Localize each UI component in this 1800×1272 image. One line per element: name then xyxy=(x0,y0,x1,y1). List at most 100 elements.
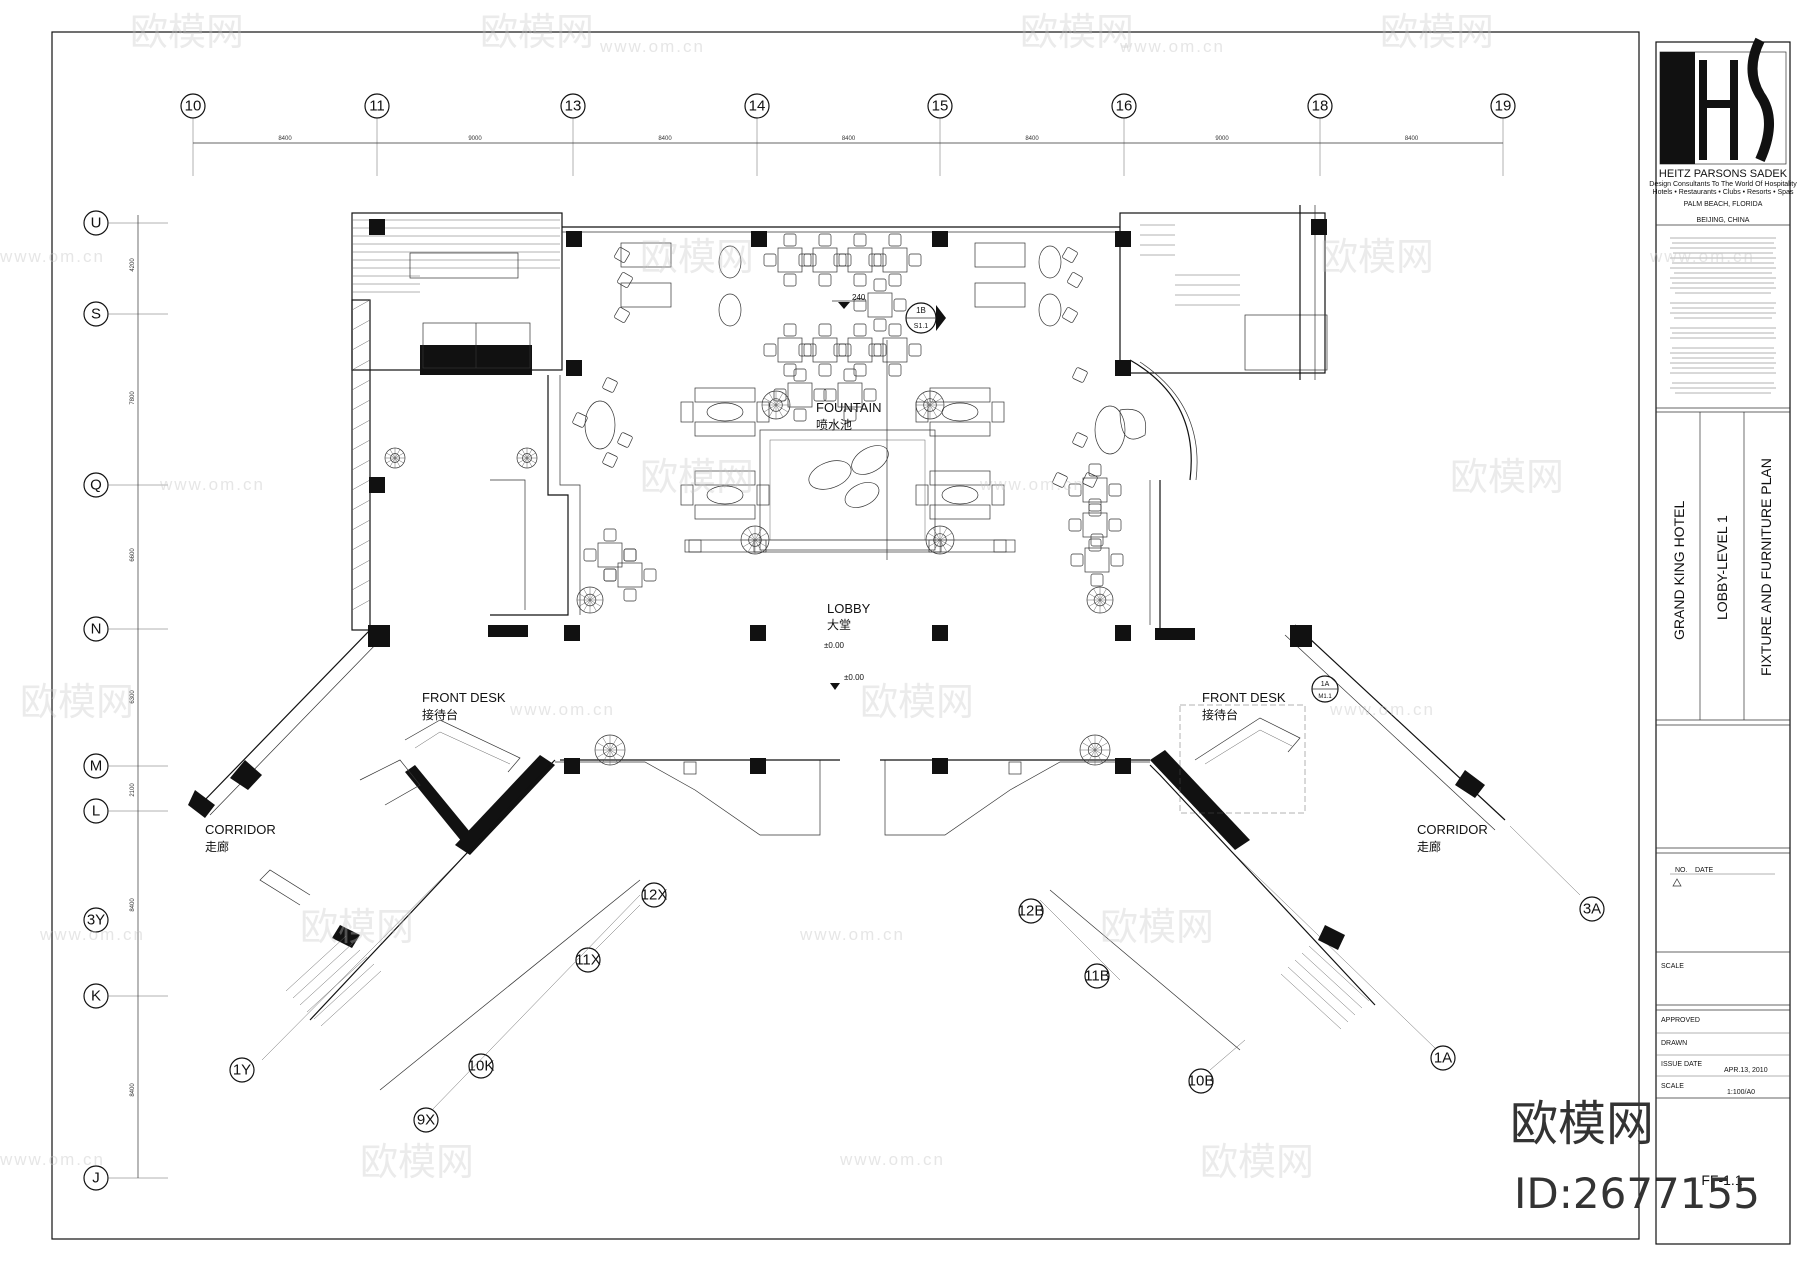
watermark-brand: 欧模网 xyxy=(20,680,134,724)
firm-tagline: Design Consultants To The World Of Hospi… xyxy=(1649,181,1797,188)
grid-row-label: L xyxy=(92,803,100,820)
watermark-url: www.om.cn xyxy=(159,475,265,494)
diagonal-axis-bubble xyxy=(1084,963,1110,989)
watermark-brand: 欧模网 xyxy=(300,905,414,949)
grid-row-dim: 6600 xyxy=(130,548,136,562)
title-block: HEITZ PARSONS SADEK Design Consultants T… xyxy=(1649,37,1797,1188)
watermark-url: www.om.cn xyxy=(839,1150,945,1169)
level-240-text: 240 xyxy=(852,293,866,302)
diagonal-axis-label: 10B xyxy=(1188,1073,1215,1090)
diagonal-axis-bubble xyxy=(413,1107,439,1133)
grid-row-label: K xyxy=(91,988,101,1005)
front-desk-right xyxy=(1179,704,1306,814)
grid-column-label: 14 xyxy=(749,98,766,115)
grid-row-label: U xyxy=(91,215,102,232)
grid-row-dim: 2100 xyxy=(130,783,136,797)
lobby-level: ±0.00 xyxy=(824,641,845,650)
grid-column-dim: 8400 xyxy=(1025,136,1039,142)
front-desk-left-label-cn: 接待台 xyxy=(422,707,458,722)
watermark-brand: 欧模网 xyxy=(1200,1140,1314,1184)
level-name: LOBBY-LEVEL 1 xyxy=(1714,515,1730,620)
grid-row-label: M xyxy=(90,758,103,775)
grid-column-dim: 8400 xyxy=(278,136,292,142)
grid-column-dim: 9000 xyxy=(1215,136,1229,142)
diagonal-axis-label: 1Y xyxy=(233,1062,251,1079)
grid-column-label: 16 xyxy=(1116,98,1133,115)
grid-column-dim: 8400 xyxy=(842,136,856,142)
office-palm-beach: PALM BEACH, FLORIDA xyxy=(1684,201,1763,208)
watermark-url: www.om.cn xyxy=(599,37,705,56)
section-marker-bottom: S1.1 xyxy=(914,323,929,330)
watermark-brand: 欧模网 xyxy=(1100,905,1214,949)
watermark-brand: 欧模网 xyxy=(1450,455,1564,499)
scale-value: 1:100/A0 xyxy=(1727,1089,1755,1096)
level-240-icon xyxy=(838,302,850,309)
issue-date: APR.13, 2010 xyxy=(1724,1067,1768,1074)
grid-row-dim: 8400 xyxy=(130,898,136,912)
watermark-brand: 欧模网 xyxy=(640,455,754,499)
watermark-brand: 欧模网 xyxy=(360,1140,474,1184)
drawn-label: DRAWN xyxy=(1661,1040,1687,1047)
lobby-label: LOBBY xyxy=(827,601,871,616)
watermark-brand: 欧模网 xyxy=(1320,235,1434,279)
grid-row-label: J xyxy=(92,1170,100,1187)
structural-columns xyxy=(368,219,1327,774)
diagonal-axis-bubble xyxy=(575,947,601,973)
diagonal-axis-label: 10K xyxy=(468,1058,495,1075)
diagonal-axis-label: 1A xyxy=(1434,1050,1452,1067)
watermark-url: www.om.cn xyxy=(0,247,105,266)
diagonal-axis-label: 11B xyxy=(1084,968,1110,985)
architecture-walls xyxy=(188,205,1506,1030)
diagonal-axis-bubble xyxy=(468,1053,494,1079)
grid-row-bubble xyxy=(83,907,109,933)
grid-column-label: 13 xyxy=(565,98,582,115)
watermark-url: www.om.cn xyxy=(799,925,905,944)
front-desk-left-label: FRONT DESK xyxy=(422,690,506,705)
grid-row-dim: 8400 xyxy=(130,1083,136,1097)
corridor-right-label: CORRIDOR xyxy=(1417,822,1488,837)
section-marker-top: 1B xyxy=(916,306,926,315)
lobby-level-2: ±0.00 xyxy=(844,673,865,682)
diagonal-axis-label: 11X xyxy=(575,952,601,969)
furniture-layer xyxy=(572,233,1147,775)
watermark-url: www.om.cn xyxy=(1649,247,1755,266)
diagonal-axis-label: 12B xyxy=(1018,903,1045,920)
fountain-label-cn: 喷水池 xyxy=(816,418,852,432)
sheet-title: FIXTURE AND FURNITURE PLAN xyxy=(1758,458,1774,676)
corridor-left-label: CORRIDOR xyxy=(205,822,276,837)
plant-layer xyxy=(384,390,1114,766)
watermark-url: www.om.cn xyxy=(979,475,1085,494)
diagonal-axis-label: 3A xyxy=(1583,901,1601,918)
scale-label: SCALE xyxy=(1661,963,1684,970)
title-block-border xyxy=(1655,41,1791,1245)
lobby-label-cn: 大堂 xyxy=(827,618,851,632)
room-labels: FOUNTAIN 喷水池 LOBBY 大堂 ±0.00 ±0.00 FRONT … xyxy=(205,400,1488,854)
grid-row-label: Q xyxy=(90,477,102,494)
diagonal-axis-bubble xyxy=(1188,1068,1214,1094)
watermark-brand: 欧模网 xyxy=(860,680,974,724)
grid-column-label: 19 xyxy=(1495,98,1512,115)
watermark-brand-large: 欧模网 xyxy=(1510,1096,1654,1152)
detail-marker-bottom: M1.1 xyxy=(1318,694,1332,700)
firm-logo xyxy=(1660,37,1774,164)
grid-column-label: 15 xyxy=(932,98,949,115)
watermark-brand: 欧模网 xyxy=(1380,10,1494,54)
detail-marker-top: 1A xyxy=(1321,681,1330,688)
grid-row-dim: 4200 xyxy=(130,258,136,272)
front-desk-left xyxy=(404,719,521,773)
fountain-feature xyxy=(759,340,936,560)
front-desk-right-label-cn: 接待台 xyxy=(1202,707,1238,722)
watermark-url: www.om.cn xyxy=(1119,37,1225,56)
diagonal-axis-bubble xyxy=(1018,898,1044,924)
corridor-left-label-cn: 走廊 xyxy=(205,839,229,854)
grid-column-dim: 8400 xyxy=(658,136,672,142)
diagonal-axis-bubble xyxy=(641,882,667,908)
watermark-layer: 欧模网欧模网欧模网欧模网欧模网欧模网欧模网欧模网欧模网欧模网欧模网欧模网欧模网欧… xyxy=(0,10,1755,1184)
watermark-brand: 欧模网 xyxy=(1020,10,1134,54)
grid-column-dim: 8400 xyxy=(1405,136,1419,142)
grid-column-label: 11 xyxy=(369,98,385,115)
